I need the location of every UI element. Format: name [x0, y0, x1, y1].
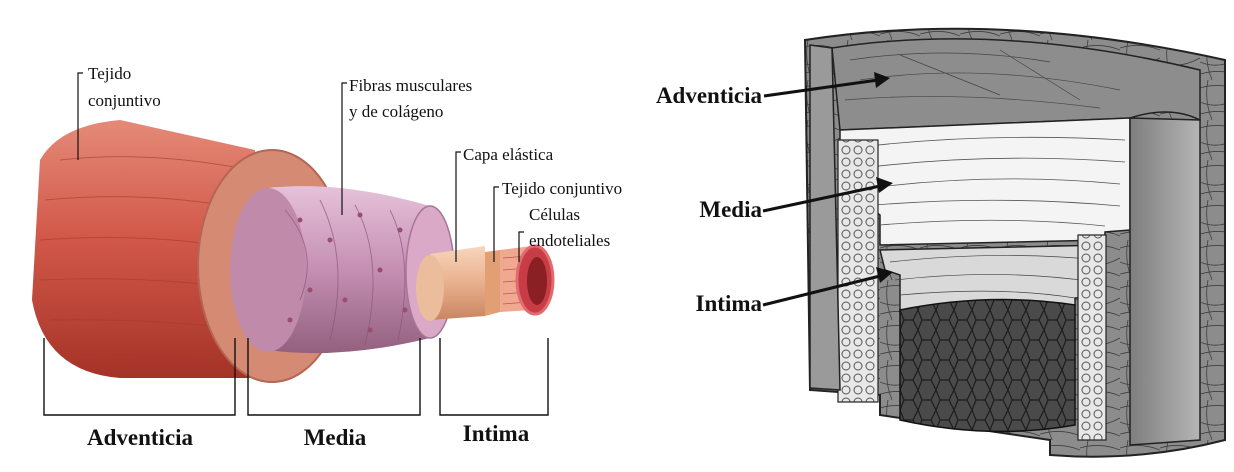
callout-celulas-line1: Células [529, 205, 580, 224]
callout-fibras-line2: y de colágeno [349, 102, 443, 121]
cutaway-label-adventicia: Adventicia [656, 83, 763, 108]
callout-tejido-line2: conjuntivo [88, 91, 161, 110]
bracket-label-intima: Intima [463, 421, 530, 446]
callout-capa-elastica: Capa elástica [463, 145, 554, 164]
cutaway-cell-column-right [1078, 235, 1106, 440]
cutaway-label-intima: Intima [696, 291, 763, 316]
callout-celulas-line2: endoteliales [529, 231, 610, 250]
bracket-label-adventicia: Adventicia [87, 425, 194, 450]
cutaway-endothelium [900, 300, 1075, 432]
bracket-label-media: Media [304, 425, 367, 450]
callout-tejido-conjuntivo-inner: Tejido conjuntivo [502, 179, 622, 198]
callout-fibras-line1: Fibras musculares [349, 76, 472, 95]
cutaway-label-media: Media [699, 197, 762, 222]
callout-tejido-line1: Tejido [88, 64, 131, 83]
cutaway-cell-column-left [838, 140, 878, 402]
cutaway-illustration [805, 29, 1225, 457]
